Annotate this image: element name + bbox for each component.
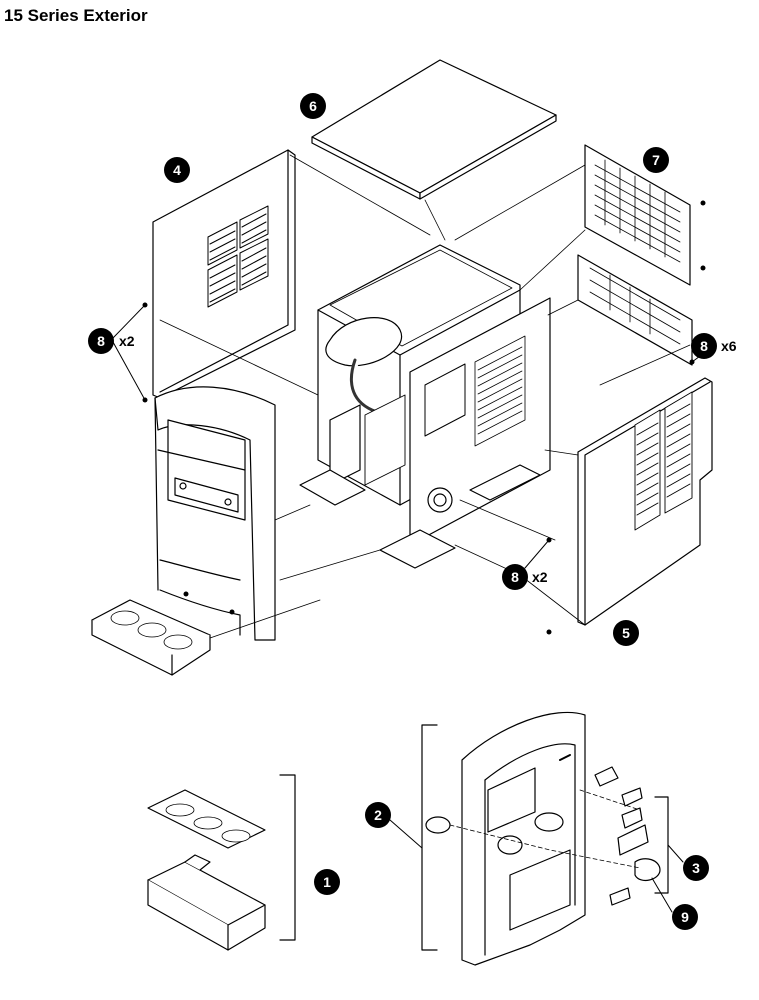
callout-9-label: 9 — [681, 909, 689, 925]
callout-5: 5 — [613, 620, 639, 646]
callout-8-bottom-label: 8 — [511, 569, 519, 585]
callout-3: 3 — [667, 844, 709, 881]
page-title: 15 Series Exterior — [4, 6, 148, 25]
callout-4: 4 — [164, 157, 190, 183]
callout-1: 1 — [314, 869, 340, 895]
bracket-3 — [654, 796, 669, 894]
callout-9-leader — [651, 877, 673, 913]
bracket-2 — [421, 724, 438, 951]
callout-3-label: 3 — [692, 860, 700, 876]
front-housing — [425, 711, 661, 966]
main-chassis — [299, 244, 551, 569]
callout-1-label: 1 — [323, 874, 331, 890]
callout-8-left: 8 x2 — [88, 328, 135, 354]
callout-7: 7 — [643, 147, 669, 173]
callout-4-label: 4 — [173, 162, 181, 178]
callout-2-leader — [389, 819, 423, 849]
callout-6: 6 — [300, 93, 326, 119]
drip-tray-assembly — [147, 789, 266, 951]
callout-9: 9 — [651, 877, 698, 930]
callout-8-right-quantity: x6 — [721, 338, 737, 354]
callout-8-right: 8 x6 — [691, 333, 737, 359]
callout-2: 2 — [365, 802, 423, 849]
callout-8-left-label: 8 — [97, 333, 105, 349]
left-side-panel — [152, 149, 296, 399]
callout-2-label: 2 — [374, 807, 382, 823]
callout-5-label: 5 — [622, 625, 630, 641]
rear-grille-panel — [577, 144, 693, 366]
front-drip-tray — [91, 599, 211, 676]
condenser-fins — [474, 335, 526, 447]
callout-8-left-quantity: x2 — [119, 333, 135, 349]
callout-8-bottom: 8 x2 — [502, 564, 548, 590]
right-side-panel — [577, 377, 713, 626]
front-bezel-assembly — [154, 386, 276, 641]
callout-6-label: 6 — [309, 98, 317, 114]
housing-explode-lines — [449, 789, 641, 869]
bracket-1 — [279, 774, 296, 941]
right-panel-louvers — [634, 391, 693, 531]
top-lid — [311, 59, 557, 200]
callout-7-label: 7 — [652, 152, 660, 168]
callout-3-leader — [667, 844, 684, 863]
left-panel-louvers — [207, 205, 269, 308]
callout-8-bottom-quantity: x2 — [532, 569, 548, 585]
callout-8-right-label: 8 — [700, 338, 708, 354]
explode-lines — [159, 154, 691, 639]
